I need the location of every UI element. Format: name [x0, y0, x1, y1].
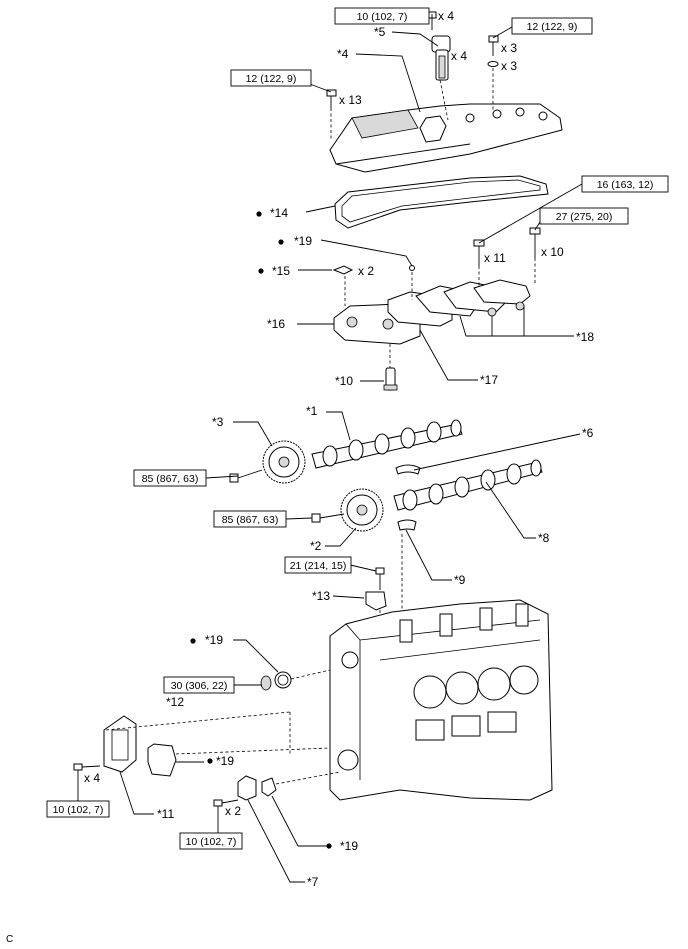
cover-gasket	[334, 175, 549, 229]
sensor-o-ring	[261, 777, 277, 797]
callout-7: *7	[307, 875, 319, 889]
camshaft-housing-caps	[333, 279, 531, 345]
callout-5: *5	[374, 25, 386, 39]
svg-text:85 (867, 63): 85 (867, 63)	[142, 473, 199, 485]
callout-13: *13	[312, 589, 330, 603]
torque-box-cover-bolt: 12 (122, 9)	[230, 69, 312, 87]
figure-code: C	[6, 934, 13, 945]
plate-bolt	[375, 567, 385, 590]
torque-box-cap-bolt: 16 (163, 12)	[581, 175, 669, 193]
leader-lines	[77, 14, 583, 883]
torque-box-sensor-bolt: 10 (102, 7)	[179, 832, 243, 850]
callout-17: *17	[480, 373, 498, 387]
exhaust-vvt-sprocket	[340, 488, 384, 532]
torque-box-exhaust-gear: 85 (867, 63)	[213, 510, 287, 528]
plug-screw	[260, 675, 272, 691]
callout-1: *1	[306, 404, 318, 418]
svg-text:30 (306, 22): 30 (306, 22)	[171, 680, 228, 692]
non-reusable-dot-icon	[190, 211, 332, 849]
torque-box-cover-plate-bolt: 10 (102, 7)	[46, 800, 110, 818]
callout-9: *9	[454, 573, 466, 587]
qty-coil-bolt: x 4	[438, 9, 454, 23]
torque-box-plug: 30 (306, 22)	[163, 676, 235, 694]
callout-12: *12	[166, 695, 184, 709]
cylinder-head-cover	[329, 103, 563, 173]
qty-cap-bolt-long: x 10	[541, 245, 564, 259]
cover-plate	[103, 715, 137, 773]
callout-11: *11	[157, 807, 174, 821]
callout-6: *6	[582, 426, 594, 440]
callout-16: *16	[267, 317, 285, 331]
callout-3: *3	[212, 415, 224, 429]
torque-box-stud-bolt: 12 (122, 9)	[511, 17, 593, 35]
callout-4: *4	[337, 47, 349, 61]
callout-15: *15	[272, 264, 290, 278]
torque-box-plate-bolt: 21 (214, 15)	[284, 556, 352, 574]
torque-box-coil-bolt: 10 (102, 7)	[334, 7, 430, 25]
torque-box-cap-bolt-long: 27 (275, 20)	[539, 207, 629, 225]
svg-text:21 (214, 15): 21 (214, 15)	[290, 560, 347, 572]
cover-bolt-left	[326, 89, 337, 108]
bearing-upper	[395, 464, 421, 475]
o-ring-small	[409, 265, 415, 271]
bracket	[365, 591, 387, 611]
callout-10: *10	[335, 374, 353, 388]
callout-18: *18	[576, 330, 594, 344]
cover-gasket-small	[147, 743, 177, 777]
cylinder-head	[329, 599, 553, 801]
intake-vvt-gear	[262, 440, 306, 484]
qty-cap-bolt: x 11	[484, 251, 506, 265]
callout-19-top: *19	[294, 234, 312, 248]
callout-19-head: *19	[205, 633, 223, 647]
callout-19-plate: *19	[216, 754, 234, 768]
ignition-coil	[431, 35, 451, 81]
svg-text:10 (102, 7): 10 (102, 7)	[53, 804, 104, 816]
exhaust-camshaft	[393, 459, 543, 511]
camshaft-cap-bolt	[473, 239, 485, 266]
qty-stud-bolt: x 3	[501, 41, 517, 55]
svg-text:85 (867, 63): 85 (867, 63)	[222, 514, 279, 526]
cover-plate-bolt	[73, 763, 101, 771]
gear-bolt-exhaust	[311, 513, 345, 523]
camshaft-cap-bolt-long	[529, 227, 541, 258]
qty-washer: x 3	[501, 59, 517, 73]
cover-stud-bolt-right	[487, 35, 499, 67]
callout-2: *2	[310, 539, 322, 553]
oil-control-valve	[383, 367, 398, 391]
callout-19-sensor: *19	[340, 839, 358, 853]
torque-box-intake-gear: 85 (867, 63)	[133, 469, 207, 487]
qty-sensor-bolt: x 2	[225, 804, 241, 818]
qty-cover-plate-bolt: x 4	[84, 771, 100, 785]
callout-8: *8	[538, 531, 550, 545]
cam-position-sensor	[237, 775, 257, 801]
intake-camshaft	[311, 419, 463, 469]
qty-cover-bolt: x 13	[339, 93, 362, 107]
qty-plug: x 2	[358, 264, 374, 278]
svg-text:10 (102, 7): 10 (102, 7)	[357, 11, 408, 23]
qty-coil: x 4	[451, 49, 467, 63]
o-ring-hole	[274, 671, 292, 689]
gear-bolt-intake	[229, 469, 263, 483]
svg-text:27 (275, 20): 27 (275, 20)	[556, 211, 613, 223]
plug	[332, 265, 354, 275]
callout-14: *14	[270, 206, 288, 220]
svg-text:16 (163, 12): 16 (163, 12)	[597, 179, 654, 191]
svg-text:12 (122, 9): 12 (122, 9)	[246, 73, 297, 85]
svg-text:10 (102, 7): 10 (102, 7)	[186, 836, 237, 848]
svg-text:12 (122, 9): 12 (122, 9)	[527, 21, 578, 33]
bearing-lower	[397, 519, 417, 531]
